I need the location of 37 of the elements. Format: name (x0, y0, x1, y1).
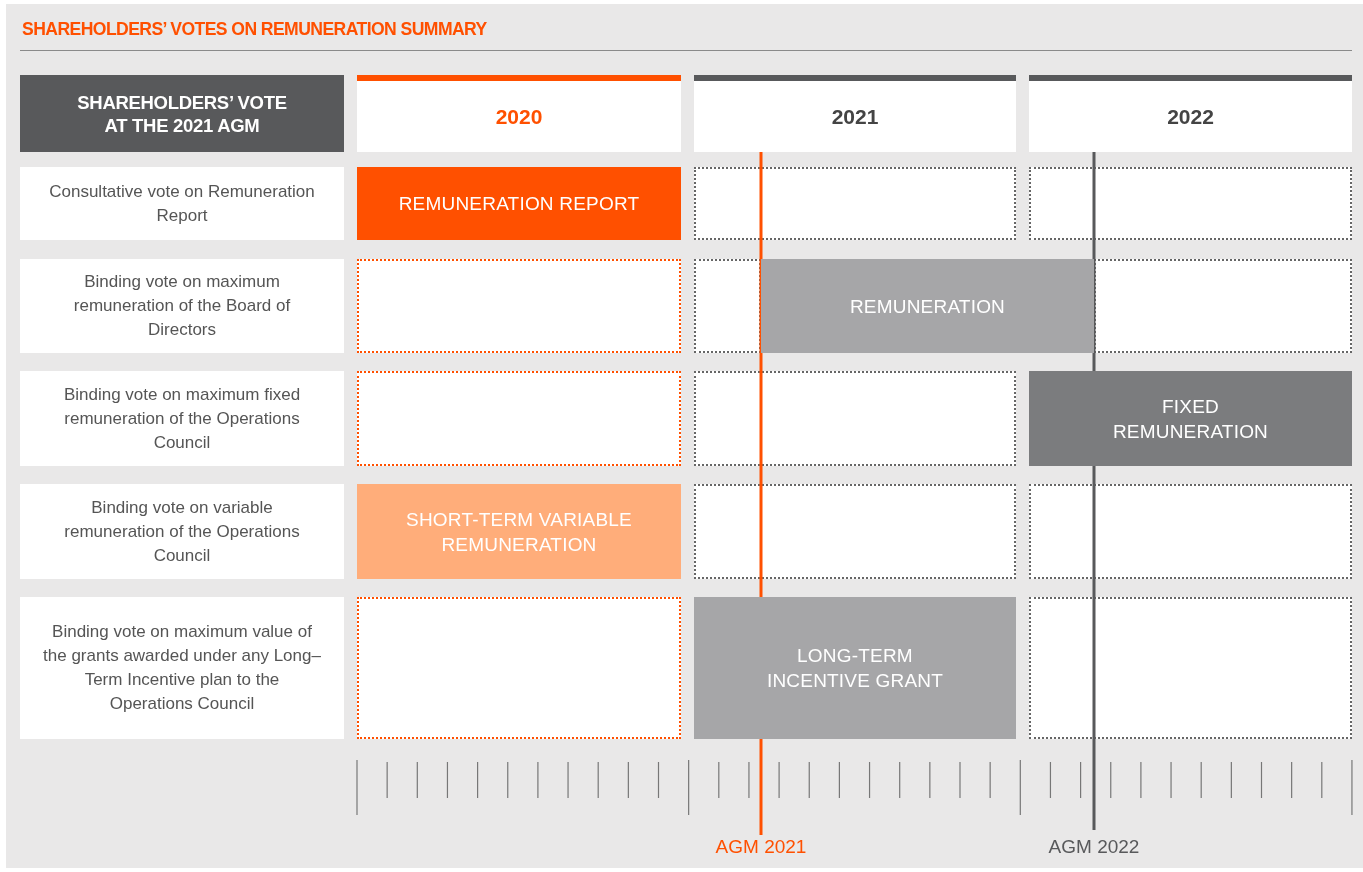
timeline-bar (357, 167, 681, 240)
dotted-cell (1029, 597, 1352, 739)
dotted-cell (694, 484, 1016, 579)
bar-label: SHORT-TERM VARIABLE REMUNERATION (405, 507, 633, 557)
timeline-bar (761, 259, 1094, 353)
agm-label: AGM 2022 (1048, 836, 1140, 858)
timeline-bar (1029, 371, 1352, 466)
year-box (1029, 75, 1352, 152)
dotted-cell (357, 597, 681, 739)
dotted-cell (357, 371, 681, 466)
dotted-cell (1029, 167, 1352, 240)
row-label: Binding vote on variable remuneration of the Operations Council (63, 496, 301, 567)
dotted-cell (694, 259, 761, 353)
row-label: Consultative vote on Remuneration Report (48, 180, 316, 227)
dotted-cell (694, 167, 1016, 240)
dotted-cell (694, 371, 1016, 466)
row-label: Binding vote on maximum remuneration of the Board of Directors (72, 271, 292, 341)
dotted-cell (1094, 259, 1352, 353)
dotted-cell (357, 259, 681, 353)
timeline-bar (357, 484, 681, 579)
row-label: Binding vote on maximum fixed remuneration of the Operations Council (62, 383, 302, 454)
bar-label: REMUNERATION (849, 294, 1006, 319)
year-heading: 2021 (831, 104, 879, 129)
year-box (694, 75, 1016, 152)
agm-label: AGM 2021 (715, 836, 807, 858)
bar-label: LONG-TERM INCENTIVE GRANT (765, 644, 945, 693)
bar-label: FIXED REMUNERATION (1111, 394, 1270, 444)
heading-box (20, 75, 344, 152)
year-heading: 2022 (1167, 104, 1214, 129)
year-box (357, 75, 681, 152)
row-label: Binding vote on maximum value of the grants awarded under any Long–Term Incentive plan to the Operations Council (42, 621, 322, 715)
timeline-bar (694, 597, 1016, 739)
column-heading: SHAREHOLDERS’ VOTE AT THE 2021 AGM (76, 90, 288, 137)
bar-label: REMUNERATION REPORT (398, 192, 640, 216)
dotted-cell (1029, 484, 1352, 579)
year-heading: 2020 (495, 104, 543, 129)
title: SHAREHOLDERS’ VOTES ON REMUNERATION SUMMARY (22, 18, 487, 40)
